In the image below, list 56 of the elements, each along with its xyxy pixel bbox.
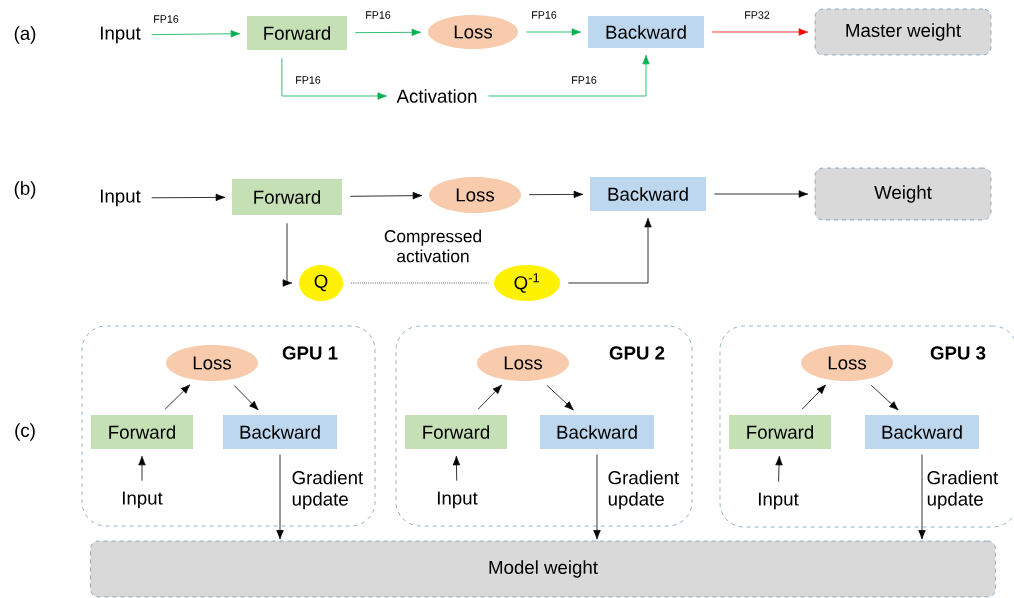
arrow bbox=[525, 28, 582, 36]
process-box: Backward bbox=[540, 415, 654, 449]
arrow bbox=[234, 385, 259, 411]
process-box: Backward bbox=[590, 177, 706, 211]
edge-label: FP16 bbox=[529, 9, 559, 21]
node-label: Activation bbox=[396, 89, 477, 103]
arrow bbox=[276, 454, 284, 540]
weight-box: Weight bbox=[814, 167, 992, 221]
process-box: Forward bbox=[232, 179, 342, 215]
arrow bbox=[349, 191, 423, 200]
process-box: Backward bbox=[588, 16, 704, 48]
arrow bbox=[546, 384, 574, 411]
process-box: Forward bbox=[729, 415, 831, 449]
arrow bbox=[354, 28, 422, 37]
arrow bbox=[282, 222, 293, 287]
arrow bbox=[151, 193, 226, 202]
arrow bbox=[452, 455, 461, 482]
edge-label: FP16 bbox=[569, 74, 599, 86]
node-label: Input bbox=[437, 491, 478, 509]
node-label: Input bbox=[100, 189, 141, 207]
arrow bbox=[151, 30, 241, 38]
edge-label: FP16 bbox=[363, 9, 393, 21]
edge-label: Gradient update bbox=[608, 470, 680, 510]
arrow bbox=[918, 454, 926, 540]
process-box: Forward bbox=[247, 16, 347, 50]
arrow bbox=[488, 54, 650, 97]
arrow bbox=[281, 57, 388, 100]
panel-label: (b) bbox=[14, 181, 36, 199]
arrow bbox=[477, 384, 502, 410]
node-label: Input bbox=[122, 491, 163, 509]
process-box: Backward bbox=[865, 415, 979, 449]
arrow bbox=[713, 190, 809, 198]
edge-label: Gradient update bbox=[292, 470, 364, 510]
weight-box: Master weight bbox=[814, 8, 992, 56]
process-box: Forward bbox=[405, 415, 507, 449]
arrow bbox=[567, 217, 652, 284]
arrow bbox=[870, 384, 899, 411]
arrow bbox=[528, 190, 584, 199]
node-label: Input bbox=[758, 492, 799, 510]
arrow bbox=[138, 455, 146, 482]
arrow bbox=[164, 384, 191, 410]
process-box: Forward bbox=[91, 415, 193, 449]
edge-label: Compressed activation bbox=[384, 229, 481, 263]
edge-label: FP16 bbox=[293, 74, 323, 86]
weight-box: Model weight bbox=[90, 540, 996, 598]
edge-label: Gradient update bbox=[927, 470, 999, 510]
arrow bbox=[801, 384, 826, 410]
arrow bbox=[775, 455, 783, 483]
arrow bbox=[593, 454, 601, 540]
node-label: Input bbox=[100, 26, 141, 44]
panel-label: (a) bbox=[14, 26, 36, 44]
process-box: Backward bbox=[223, 415, 337, 449]
edge-label: FP16 bbox=[151, 13, 181, 25]
edge-label: FP32 bbox=[742, 9, 772, 21]
arrow bbox=[711, 28, 809, 36]
panel-label: (c) bbox=[15, 423, 35, 441]
